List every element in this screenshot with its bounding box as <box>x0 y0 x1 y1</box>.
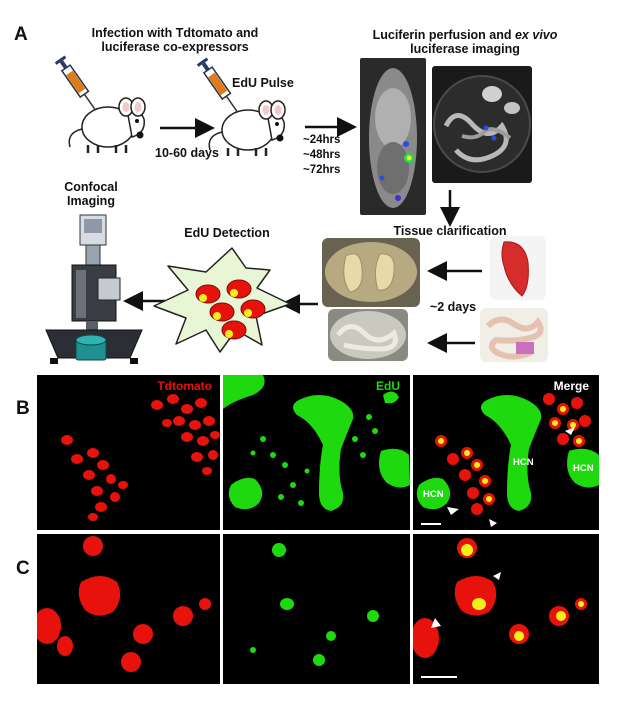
step-infection-label: Infection with Tdtomato and luciferase c… <box>60 26 290 54</box>
micrograph-b-edu: EdU <box>223 375 410 530</box>
micrograph-c-merge <box>413 534 599 684</box>
microscope-icon <box>45 214 143 364</box>
edu-nucleus <box>226 279 252 299</box>
timepoint-72: ~72hrs <box>303 164 341 176</box>
edu-nucleus <box>209 302 235 322</box>
panel-label-c: C <box>16 558 30 579</box>
edu-nucleus <box>195 284 221 304</box>
hcn-label: HCN <box>573 463 594 474</box>
mouse-icon <box>68 97 146 153</box>
edu-nucleus <box>221 320 247 340</box>
hcn-label: HCN <box>513 457 534 468</box>
micrograph-c-tdtomato <box>37 534 220 684</box>
cell-diagram <box>153 247 291 353</box>
interval2-label: ~2 days <box>429 300 477 314</box>
panel-label-b: B <box>16 398 30 419</box>
step-edu-detection-label: EdU Detection <box>184 226 270 240</box>
micrograph-b-tdtomato: Tdtomato <box>37 375 220 530</box>
cleared-intestine-image <box>328 309 408 361</box>
schematic-drawing <box>45 55 482 364</box>
fresh-intestine-image <box>480 308 548 362</box>
step-confocal-label: Confocal Imaging <box>46 180 136 208</box>
step-luciferin-line1: Luciferin perfusion and ex vivo <box>372 28 558 42</box>
syringe-icon <box>196 57 238 112</box>
timepoint-48: ~48hrs <box>303 149 341 161</box>
step-clarification-label: Tissue clarification <box>393 224 507 238</box>
timepoint-24: ~24hrs <box>303 134 341 146</box>
channel-label-merge: Merge <box>553 379 589 393</box>
fresh-tissue-image <box>490 236 546 300</box>
step-infection-line2: luciferase co-expressors <box>101 40 249 54</box>
luciferase-mouse-image <box>360 58 426 215</box>
step-confocal-line1: Confocal <box>64 180 118 194</box>
edu-nucleus <box>240 299 266 319</box>
timepoint-list: ~24hrs ~48hrs ~72hrs <box>303 133 340 178</box>
channel-label-edu: EdU <box>376 379 400 393</box>
panel-label-a: A <box>14 24 28 45</box>
mouse-icon <box>208 100 286 156</box>
step-confocal-line2: Imaging <box>67 194 115 208</box>
channel-label-tdtomato: Tdtomato <box>157 379 212 393</box>
step-luciferin-line2: luciferase imaging <box>410 42 520 56</box>
cleared-tissue-image <box>322 238 420 307</box>
step-infection-line1: Infection with Tdtomato and <box>91 26 259 40</box>
interval-label: 10-60 days <box>155 146 219 160</box>
hcn-label: HCN <box>423 489 444 500</box>
syringe-icon <box>54 55 96 110</box>
step-luciferin-label: Luciferin perfusion and ex vivo lucifera… <box>345 28 585 56</box>
luciferase-organs-image <box>432 66 532 183</box>
step-edu-pulse-label: EdU Pulse <box>232 76 294 90</box>
micrograph-c-edu <box>223 534 410 684</box>
micrograph-b-merge: Merge HCN HCN HCN <box>413 375 599 530</box>
